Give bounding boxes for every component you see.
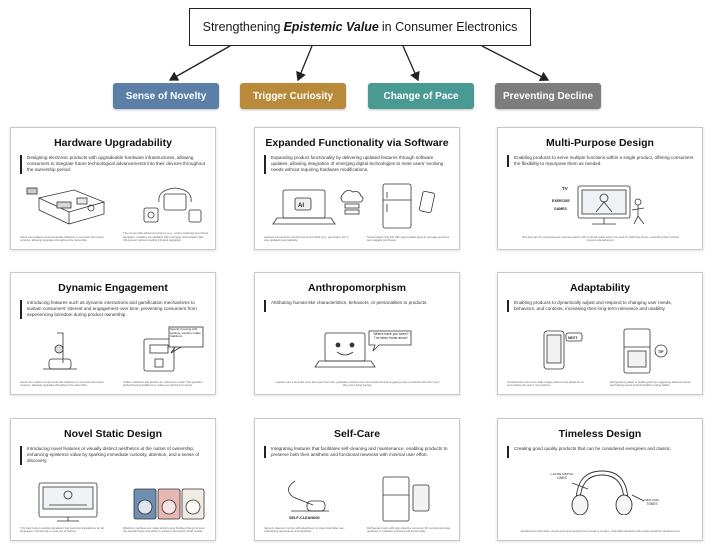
exercise-label: EXERCISE [552, 199, 570, 203]
card-description: Expanding product functionality by deliv… [264, 155, 451, 174]
coffee-speech-bubble: Specify brewing with settings, explore c… [170, 328, 201, 339]
card-timeless-design: Timeless Design Creating good quality pr… [497, 418, 703, 541]
smiling-laptop-illustration: Where have you been? I've been home alon… [314, 330, 412, 368]
tv-label: TV [562, 186, 568, 191]
card-caption: Smart fridges that link with supermarket… [367, 234, 450, 243]
card-description: Introducing features such as dynamic int… [20, 300, 207, 319]
card-caption: Laptops use a face-like cues that open t… [275, 379, 440, 388]
card-title: Novel Static Design [63, 428, 163, 440]
category-sense-of-novelty: Sense of Novelty [113, 83, 219, 109]
tv-exercise-illustration: TV EXERCISE GAMES [552, 185, 645, 225]
card-description: Integrating features that facilitates se… [264, 446, 451, 459]
card-title: Expanded Functionality via Software [265, 137, 449, 149]
title-suffix: in Consumer Electronics [381, 20, 518, 34]
card-description: Creating good quality products that can … [507, 446, 694, 458]
category-change-of-pace: Change of Pace [368, 83, 474, 109]
card-caption: This dark built-in subtitle translation … [20, 525, 104, 534]
card-title: Dynamic Engagement [58, 282, 168, 294]
tv-and-washing-machines-illustration [38, 482, 205, 522]
card-novel-static-design: Novel Static Design Introducing novel fe… [10, 418, 216, 541]
card-title: Multi-Purpose Design [546, 137, 654, 149]
card-description: Enabling products to dynamically adjust … [507, 300, 694, 313]
modular-phone-and-headset-illustration [26, 187, 202, 225]
arrow-decline [481, 45, 550, 82]
games-label: GAMES [554, 207, 568, 211]
ai-label: AI [298, 203, 304, 209]
card-caption: Vacuum cleaners can be with attachment t… [264, 525, 345, 534]
vacuum-and-coffee-machine-illustration: Specify brewing with settings, explore c… [43, 326, 204, 372]
title-emphasis: Epistemic Value [283, 20, 379, 34]
neutral-tones-label: NEUTRAL TONES [644, 499, 660, 506]
card-caption: Headphones with clean, simple lines and … [520, 529, 681, 534]
arrow-pace [402, 45, 420, 82]
card-multi-purpose-design: Multi-Purpose Design Enabling products t… [497, 127, 703, 250]
arrow-novelty [168, 45, 231, 81]
self-cleaning-label: SELF-CLEANING [289, 516, 320, 520]
card-caption: Users can replace components like batter… [20, 234, 104, 243]
card-title: Self-Care [333, 428, 381, 440]
card-description: Attributing human-like characteristics, … [264, 300, 451, 312]
card-caption: Refrigerators adapt to health goals by s… [610, 379, 691, 388]
card-caption: The comes with advanced sensors (e.g., m… [123, 231, 208, 243]
laptop-and-fridge-illustration: AI [272, 183, 435, 229]
card-caption: Washing machines are made stylish using … [123, 525, 205, 534]
card-title: Adaptability [569, 282, 631, 294]
card-description: Enabling products to serve multiple func… [507, 155, 694, 168]
laptop-speech-bubble: Where have you been? I've been home alon… [373, 332, 409, 341]
category-preventing-decline: Preventing Decline [495, 83, 601, 109]
card-caption: Users can replace components like batter… [20, 379, 104, 388]
next-label: NEXT [568, 336, 578, 340]
card-caption: This bed can be repurposed as exercise s… [521, 234, 680, 243]
tip-label: TIP [658, 350, 664, 354]
vacuum-and-fridge-illustration: SELF-CLEANING [288, 476, 430, 522]
card-description: Designing electronic products with upgra… [20, 155, 207, 174]
card-title: Hardware Upgradability [54, 137, 172, 149]
card-anthropomorphism: Anthropomorphism Attributing human-like … [254, 272, 460, 395]
card-self-care: Self-Care Integrating features that faci… [254, 418, 460, 541]
card-dynamic-engagement: Dynamic Engagement Introducing features … [10, 272, 216, 395]
card-caption: Smartphones learn from daily usage patte… [507, 379, 584, 388]
card-caption: Refrigerator pairs with app showing cons… [367, 525, 451, 534]
clean-lines-label: CLEAN SIMPLE LINES [550, 473, 574, 480]
headphones-illustration: CLEAN SIMPLE LINES NEUTRAL TONES [550, 470, 660, 515]
card-caption: Coffee machines that feature an "adventu… [123, 379, 203, 388]
card-adaptability: Adaptability Enabling products to dynami… [497, 272, 703, 395]
phone-and-fridge-illustration: NEXT TIP [543, 328, 668, 374]
card-title: Anthropomorphism [308, 282, 406, 294]
card-title: Timeless Design [558, 428, 642, 440]
card-expanded-functionality: Expanded Functionality via Software Expa… [254, 127, 460, 250]
card-caption: Laptops connected to cloud servers and A… [264, 234, 349, 243]
category-trigger-curiosity: Trigger Curiosity [240, 83, 346, 109]
arrow-curiosity [296, 45, 313, 82]
title-prefix: Strengthening [202, 20, 281, 34]
diagram-title: Strengthening Epistemic Value in Consume… [189, 8, 531, 46]
card-description: Introducing novel features or visually d… [20, 446, 207, 465]
card-hardware-upgradability: Hardware Upgradability Designing electro… [10, 127, 216, 250]
